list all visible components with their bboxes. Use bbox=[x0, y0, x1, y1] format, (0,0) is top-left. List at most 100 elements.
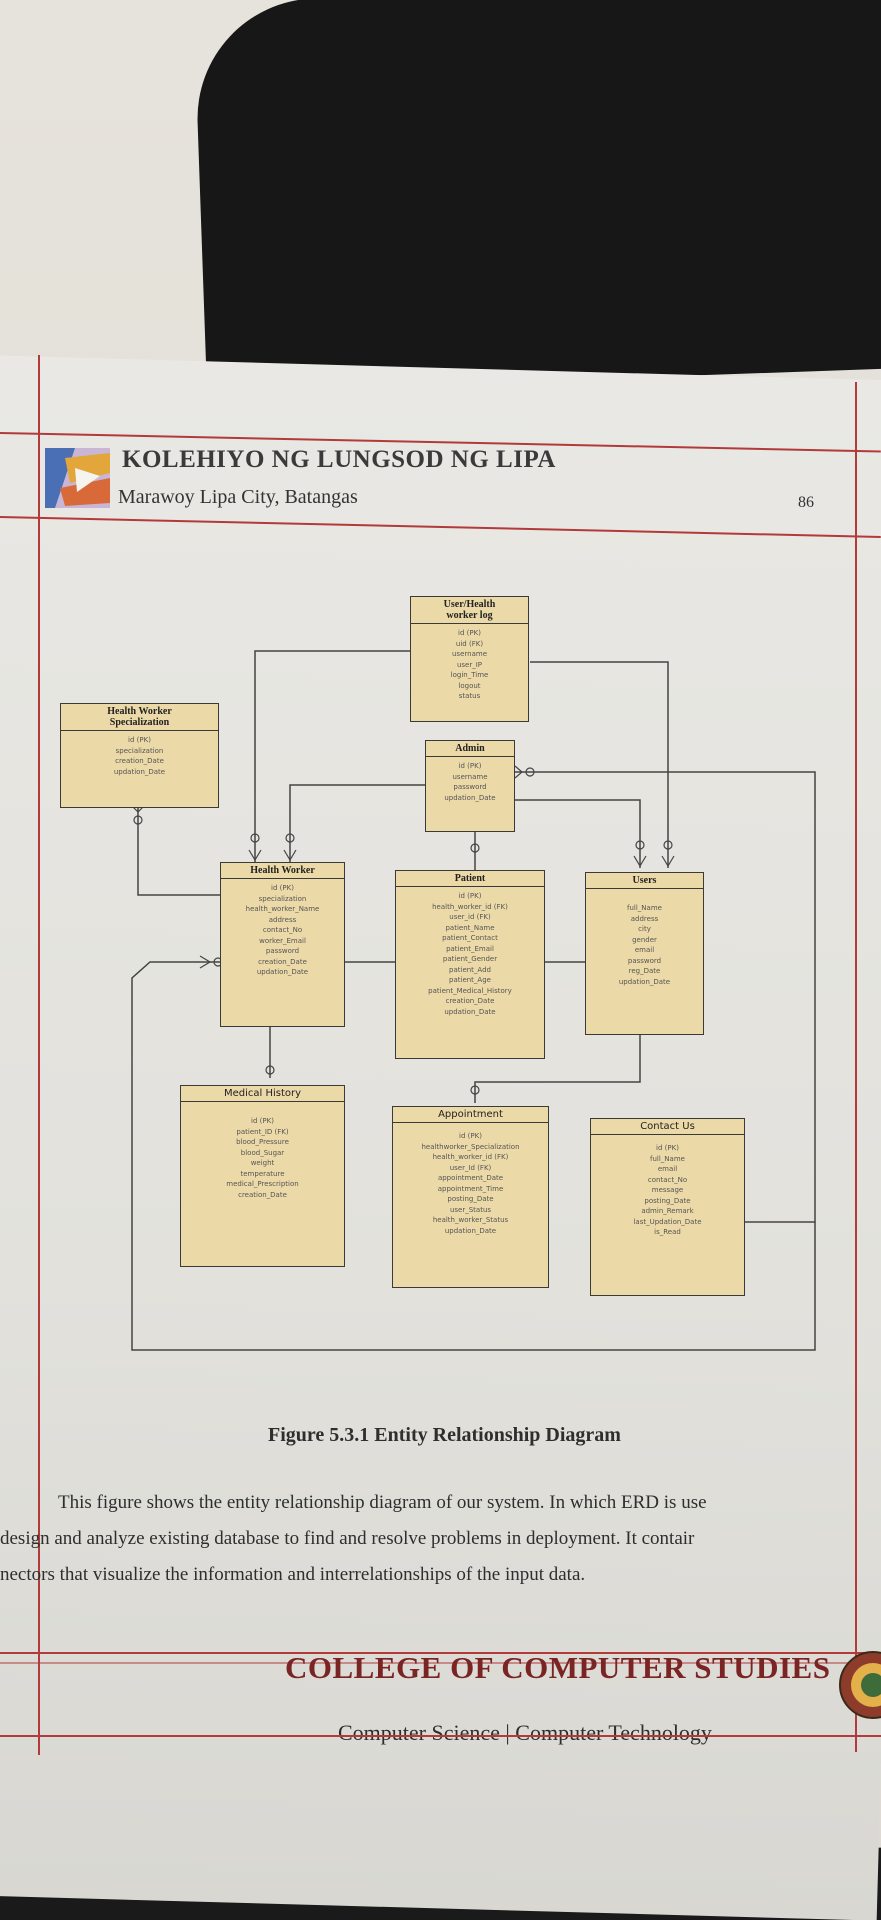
entity-attribute: password bbox=[453, 783, 487, 791]
entity-attribute: id (PK) bbox=[251, 1117, 274, 1125]
entity-attribute: creation_Date bbox=[115, 757, 164, 765]
entity-title: Admin bbox=[426, 741, 514, 757]
entity-attribute: temperature bbox=[240, 1169, 285, 1178]
right-margin-rule bbox=[855, 382, 857, 1752]
entity-title: Appointment bbox=[393, 1107, 548, 1123]
entity-attribute: is_Read bbox=[654, 1228, 681, 1236]
entity-attribute: id (PK) bbox=[128, 736, 151, 744]
body-text-line-2: design and analyze existing database to … bbox=[0, 1528, 695, 1549]
entity-attribute: address bbox=[630, 914, 659, 923]
connector-log-users bbox=[530, 661, 669, 868]
entity-attribute: updation_Date bbox=[113, 767, 166, 776]
connector-admin-healthworker bbox=[289, 784, 425, 862]
entity-patient: Patient id (PK)health_worker_id (FK)user… bbox=[395, 870, 545, 1059]
entity-attribute: uid (FK) bbox=[455, 639, 484, 648]
entity-title: Contact Us bbox=[591, 1119, 744, 1135]
school-logo bbox=[45, 448, 110, 508]
entity-medical-history: Medical History id (PK)patient_ID (FK)bl… bbox=[180, 1085, 345, 1267]
entity-attribute: last_Updation_Date bbox=[633, 1217, 702, 1226]
entity-attribute: weight bbox=[250, 1159, 275, 1167]
entity-attribute: city bbox=[638, 925, 651, 933]
entity-attribute: patient_Name bbox=[445, 923, 495, 932]
entity-attribute: posting_Date bbox=[644, 1196, 691, 1205]
entity-title: User/Health worker log bbox=[411, 597, 528, 624]
entity-attribute: creation_Date bbox=[258, 957, 307, 966]
entity-attribute: user_id (FK) bbox=[449, 913, 491, 921]
entity-attribute: message bbox=[651, 1186, 684, 1194]
connector-specialization-healthworker bbox=[137, 806, 225, 896]
entity-attribute: medical_Prescription bbox=[226, 1180, 299, 1188]
entity-attribute: login_Time bbox=[450, 671, 489, 679]
entity-attribute: posting_Date bbox=[447, 1195, 494, 1203]
entity-attribute: updation_Date bbox=[444, 1226, 497, 1235]
entity-attribute: updation_Date bbox=[256, 968, 309, 976]
entity-attribute: username bbox=[452, 650, 487, 658]
entity-attribute: specialization bbox=[115, 746, 164, 755]
entity-title: Health Worker Specialization bbox=[61, 704, 218, 731]
entity-attribute: patient_Age bbox=[449, 976, 491, 984]
connector-admin-contact bbox=[513, 771, 816, 1223]
entity-attribute: updation_Date bbox=[444, 793, 496, 802]
body-text-line-3: nectors that visualize the information a… bbox=[0, 1564, 586, 1585]
entity-health-worker-specialization: Health Worker Specialization id (PK) spec… bbox=[60, 703, 219, 808]
college-seal-icon bbox=[839, 1651, 881, 1719]
entity-attribute: appointment_Time bbox=[437, 1184, 504, 1193]
entity-attribute: email bbox=[634, 946, 655, 954]
entity-attribute: health_worker_Name bbox=[245, 905, 320, 913]
footer-bottom-rule bbox=[0, 1735, 881, 1737]
left-margin-rule bbox=[38, 355, 40, 1755]
entity-appointment: Appointment id (PK)healthworker_Speciali… bbox=[392, 1106, 549, 1288]
entity-attribute: specialization bbox=[258, 894, 307, 903]
entity-attribute: password bbox=[627, 956, 662, 965]
entity-attribute: patient_Add bbox=[449, 965, 491, 974]
entity-attribute: user_IP bbox=[456, 660, 483, 669]
entity-attribute: patient_Medical_History bbox=[428, 986, 512, 995]
school-name: KOLEHIYO NG LUNGSOD NG LIPA bbox=[122, 446, 556, 473]
entity-attribute: patient_Email bbox=[446, 944, 494, 953]
entity-attribute: contact_No bbox=[647, 1175, 688, 1184]
footer-top-rule-thin bbox=[0, 1662, 881, 1664]
entity-attribute: password bbox=[265, 947, 300, 955]
department-line: Computer Science | Computer Technology bbox=[338, 1720, 712, 1745]
entity-attribute: email bbox=[657, 1165, 678, 1173]
entity-attribute: user_Id (FK) bbox=[449, 1163, 492, 1172]
connector-loop-bottom bbox=[131, 961, 816, 1351]
body-text-line-1: This figure shows the entity relationshi… bbox=[58, 1492, 707, 1513]
entity-attribute: creation_Date bbox=[445, 997, 495, 1005]
attribute-list: id (PK)health_worker_id (FK)user_id (FK)… bbox=[396, 887, 544, 1021]
entity-attribute: gender bbox=[632, 935, 657, 944]
entity-attribute: creation_Date bbox=[238, 1190, 287, 1199]
entity-attribute: id (PK) bbox=[271, 884, 294, 892]
entity-attribute: address bbox=[268, 915, 297, 924]
entity-attribute: health_worker_Status bbox=[432, 1216, 509, 1224]
connector-users-appointment bbox=[474, 1033, 641, 1103]
entity-attribute: logout bbox=[458, 681, 481, 690]
entity-attribute: full_Name bbox=[650, 1154, 685, 1163]
entity-attribute: blood_Sugar bbox=[240, 1148, 285, 1157]
connector-admin-users bbox=[515, 799, 641, 868]
entity-attribute: id (PK) bbox=[458, 892, 482, 900]
entity-attribute: reg_Date bbox=[628, 967, 661, 975]
entity-attribute: worker_Email bbox=[259, 936, 306, 945]
entity-attribute: user_Status bbox=[449, 1205, 492, 1214]
entity-title: Users bbox=[586, 873, 703, 889]
entity-title: Medical History bbox=[181, 1086, 344, 1102]
entity-attribute: healthworker_Specialization bbox=[421, 1142, 520, 1151]
footer-top-rule bbox=[0, 1652, 881, 1654]
entity-attribute: status bbox=[458, 692, 481, 700]
entity-attribute: patient_Contact bbox=[442, 934, 498, 942]
page-number: 86 bbox=[798, 494, 814, 511]
figure-caption: Figure 5.3.1 Entity Relationship Diagram bbox=[268, 1424, 621, 1446]
